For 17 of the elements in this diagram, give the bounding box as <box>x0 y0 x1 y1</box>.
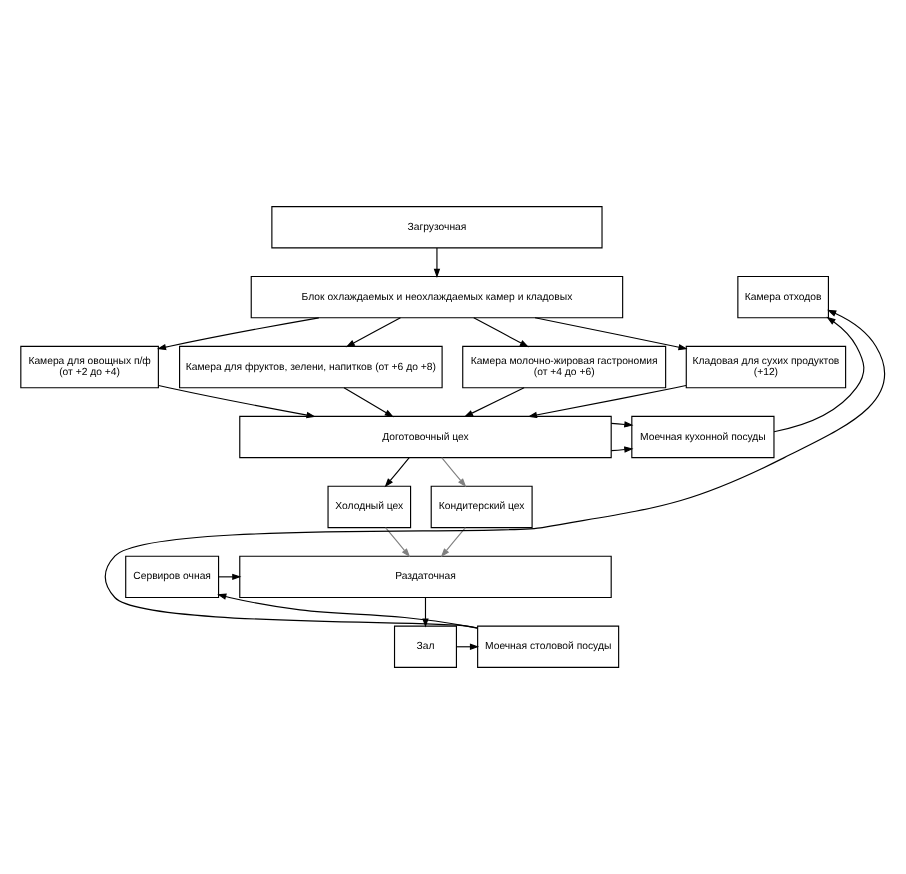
arrow <box>384 527 411 558</box>
arrow <box>345 317 402 348</box>
arrow <box>534 317 688 351</box>
arrow <box>527 384 687 419</box>
arrow <box>218 573 242 581</box>
arrow <box>441 457 467 488</box>
arrow <box>473 317 529 348</box>
arrow <box>433 247 441 278</box>
arrow <box>610 446 634 453</box>
arrow <box>440 527 466 558</box>
arrow <box>384 457 410 488</box>
arrow <box>343 387 394 418</box>
arrow <box>156 317 320 351</box>
arrow <box>773 316 865 433</box>
arrow <box>158 384 316 419</box>
arrow <box>463 387 525 418</box>
arrow <box>610 421 634 428</box>
